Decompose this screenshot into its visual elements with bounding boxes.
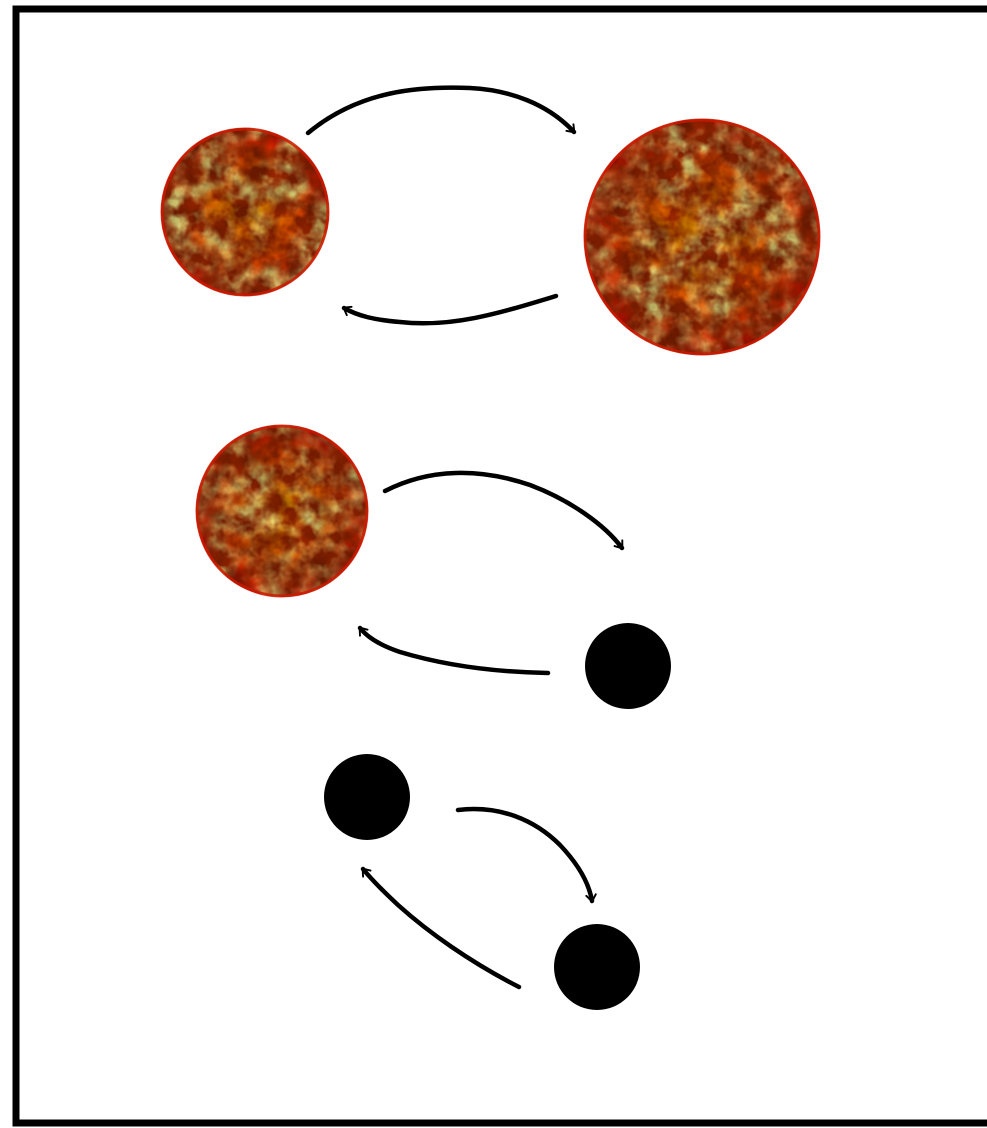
mass-transfer-arrow-forward <box>305 85 577 136</box>
star-icon <box>160 127 330 297</box>
star-icon <box>583 118 821 356</box>
star-icon <box>195 424 369 598</box>
mass-transfer-arrow-backward <box>357 625 551 676</box>
compact-object-body <box>585 623 671 709</box>
mass-transfer-arrow-forward <box>382 470 625 551</box>
frame-border <box>12 5 987 1127</box>
panel-3 <box>324 754 640 1010</box>
objects-layer <box>160 118 821 1010</box>
compact-object-body <box>554 924 640 1010</box>
mass-transfer-arrow-backward <box>360 866 522 990</box>
compact-object-icon <box>324 754 410 840</box>
mass-transfer-arrow-forward <box>455 806 597 904</box>
compact-object-icon <box>554 924 640 1010</box>
panel-1 <box>160 118 821 356</box>
compact-object-body <box>324 754 410 840</box>
arrows-layer <box>305 85 625 990</box>
panel-2 <box>195 424 671 709</box>
compact-object-icon <box>585 623 671 709</box>
mass-transfer-arrow-backward <box>341 293 559 326</box>
